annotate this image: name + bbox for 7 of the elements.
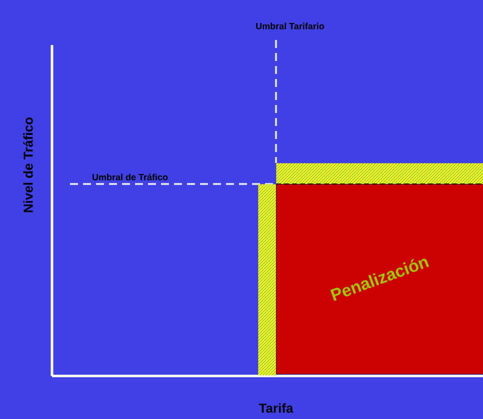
axis-title: Nivel de Tráfico bbox=[23, 117, 33, 212]
hatched-band bbox=[258, 184, 276, 376]
hatched-band bbox=[276, 163, 483, 184]
threshold-label: Umbral de Tráfico bbox=[92, 174, 168, 180]
penalty-box bbox=[276, 184, 483, 374]
axis-title: Tarifa bbox=[258, 403, 294, 413]
axis-title: Umbral Tarifario bbox=[256, 22, 324, 30]
